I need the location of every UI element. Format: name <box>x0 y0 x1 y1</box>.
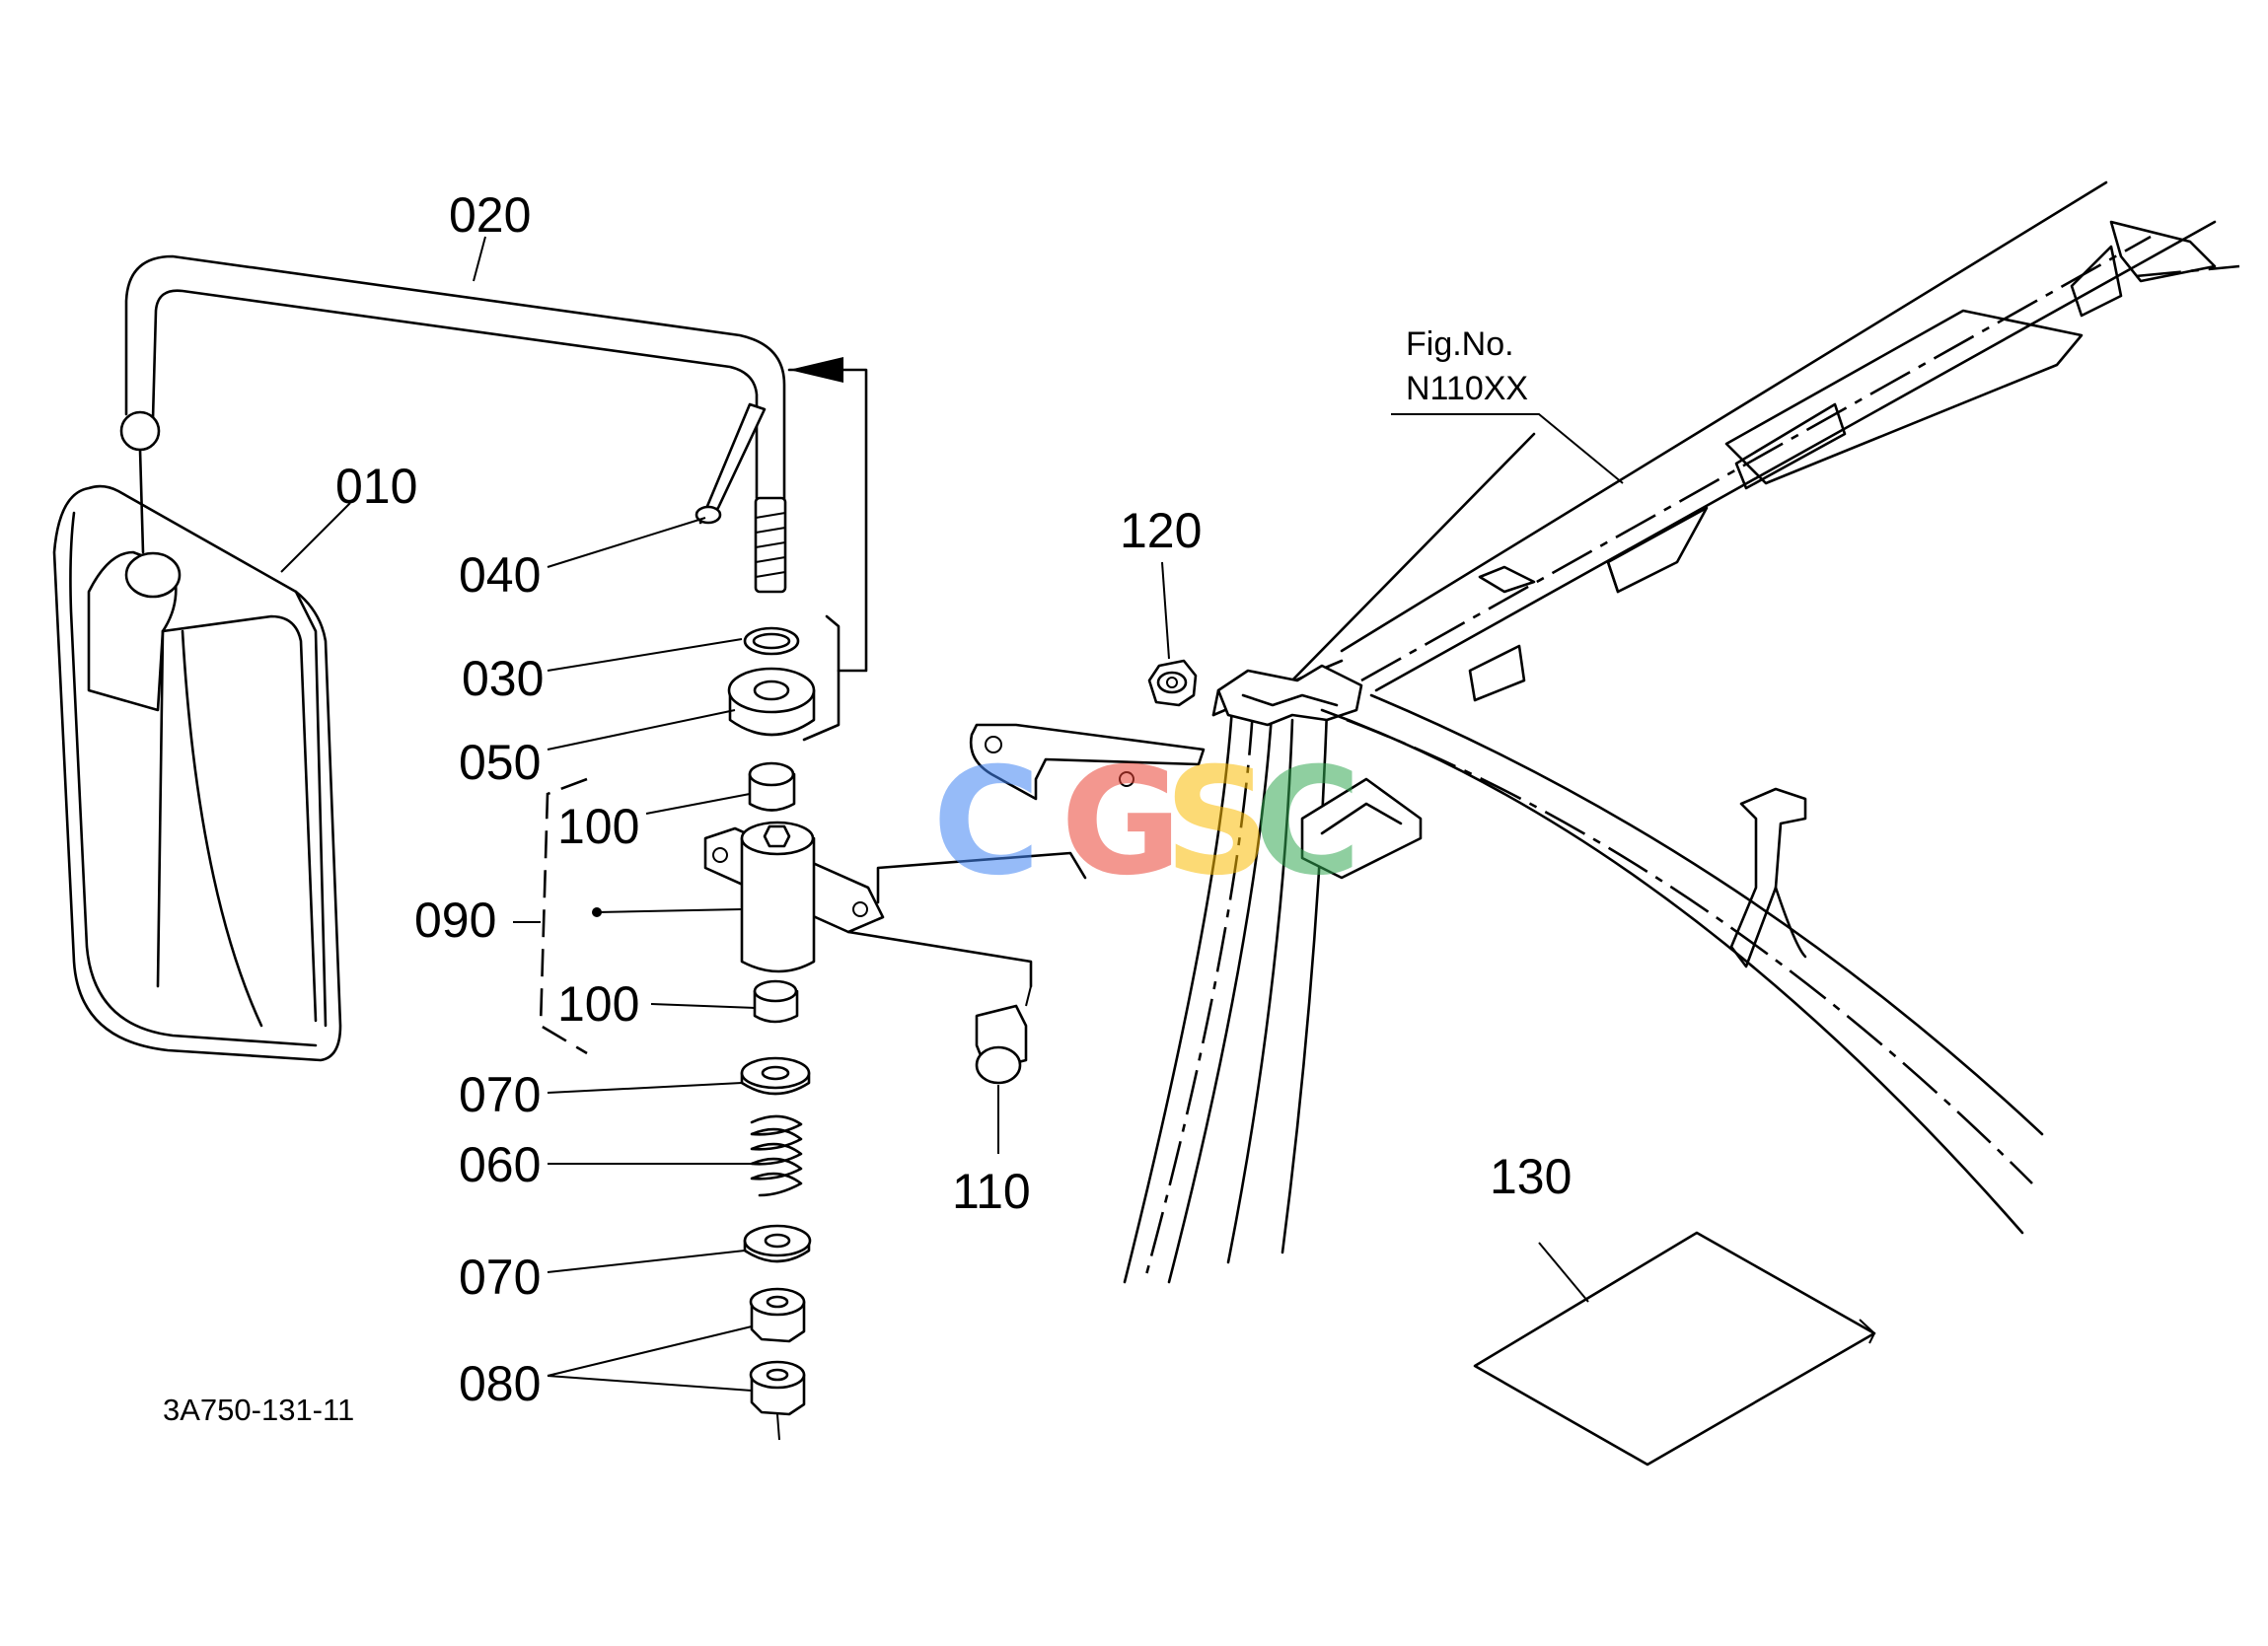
callout-070-upper: 070 <box>459 1067 541 1122</box>
callout-120: 120 <box>1120 503 1202 558</box>
collar-part <box>727 667 816 737</box>
watermark-letter-4: C <box>1253 737 1361 908</box>
nut-lower-part <box>749 1360 806 1416</box>
fig-ref-line2: N110XX <box>1406 370 1528 407</box>
callout-010: 010 <box>335 459 417 514</box>
washer-lower-part <box>743 1224 812 1263</box>
callout-070-lower: 070 <box>459 1250 541 1305</box>
assembly-bracket <box>539 777 588 1055</box>
nut-upper-part <box>749 1287 806 1343</box>
bushing-lower-part <box>753 979 799 1024</box>
callout-090: 090 <box>414 893 496 948</box>
fig-ref-line1: Fig.No. <box>1406 325 1514 363</box>
callout-050: 050 <box>459 735 541 790</box>
frame-structure <box>1123 180 2240 1284</box>
mirror-part <box>52 484 342 1062</box>
assembly-indicator <box>787 357 868 742</box>
watermark-letter-1: C <box>932 737 1041 908</box>
mounting-plate <box>846 723 1206 988</box>
callout-130: 130 <box>1490 1149 1572 1204</box>
leader-lines <box>280 236 1624 1392</box>
watermark-letter-3: S <box>1164 737 1271 908</box>
callout-100-upper: 100 <box>557 799 639 854</box>
cap-nut-part <box>1147 659 1198 707</box>
callout-110: 110 <box>952 1164 1031 1219</box>
mirror-arm-part <box>119 254 787 594</box>
bushing-upper-part <box>748 761 796 812</box>
callout-020: 020 <box>449 187 531 243</box>
callout-030: 030 <box>462 651 544 706</box>
callout-100-lower: 100 <box>557 976 639 1032</box>
callout-040: 040 <box>459 547 541 603</box>
bolt-part <box>975 985 1032 1085</box>
watermark-logo: C G S C <box>932 737 1361 908</box>
callout-080: 080 <box>459 1356 541 1411</box>
center-axis-tail <box>776 1413 780 1441</box>
pin-part <box>695 402 767 525</box>
spring-part <box>750 1114 803 1197</box>
o-ring-part <box>743 626 800 656</box>
holder-part <box>703 821 885 973</box>
washer-upper-part <box>740 1056 811 1096</box>
drawing-code: 3A750-131-11 <box>163 1393 354 1427</box>
watermark-letter-2: G <box>1061 737 1182 908</box>
callout-060: 060 <box>459 1137 541 1192</box>
decal-part <box>1473 1231 1876 1467</box>
